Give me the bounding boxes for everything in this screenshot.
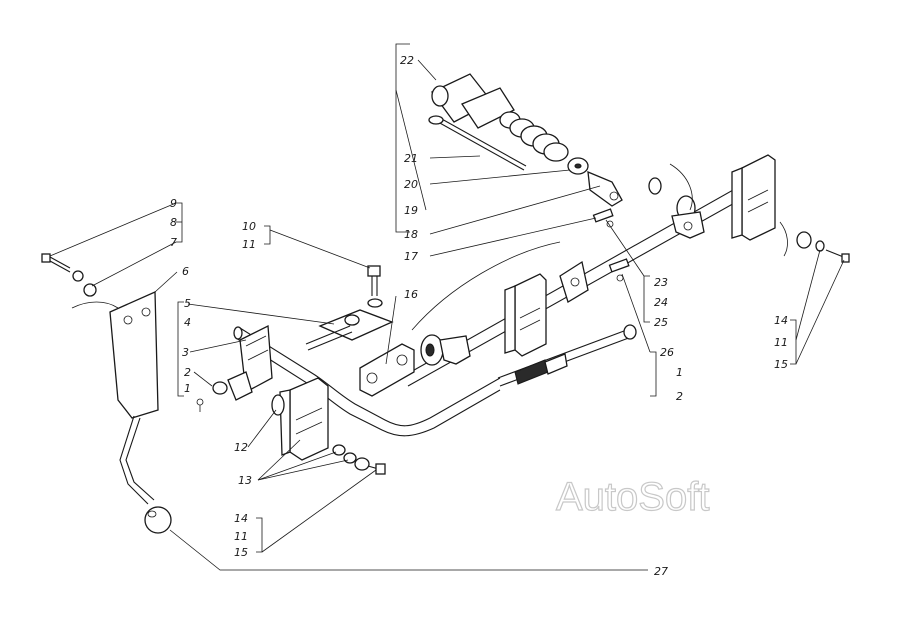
callout-2a: 2 <box>184 366 191 379</box>
shaft-collar <box>671 195 705 239</box>
callout-8: 8 <box>170 216 177 229</box>
callout-11b: 11 <box>234 530 248 543</box>
callout-labels: 9 8 7 6 5 4 3 2 1 10 11 12 13 14 11 15 1… <box>170 54 788 578</box>
leader-lines <box>49 43 845 571</box>
callout-24: 24 <box>654 296 668 309</box>
callout-2b: 2 <box>676 390 683 403</box>
callout-14b: 14 <box>774 314 788 327</box>
right-bracket <box>731 154 776 241</box>
left-bracket <box>227 324 273 401</box>
callout-11c: 11 <box>774 336 788 349</box>
callout-5: 5 <box>184 297 191 310</box>
callout-19: 19 <box>404 204 418 217</box>
callout-10: 10 <box>242 220 256 233</box>
bracket-12 <box>271 377 329 461</box>
bolt-7-9 <box>41 253 97 297</box>
front-collar <box>420 334 471 366</box>
callout-7: 7 <box>170 236 177 249</box>
callout-15a: 15 <box>234 546 248 559</box>
watermark: AutoSoft <box>556 475 709 519</box>
pin-plate <box>305 309 394 351</box>
fasteners-13 <box>332 444 386 475</box>
callout-21: 21 <box>404 152 418 165</box>
callout-12: 12 <box>234 441 248 454</box>
bolt-10 <box>367 265 383 308</box>
callout-1b: 1 <box>676 366 683 379</box>
link-rod <box>497 324 637 387</box>
callout-13: 13 <box>238 474 252 487</box>
callout-22: 22 <box>400 54 414 67</box>
callout-26: 26 <box>660 346 674 359</box>
callout-11a: 11 <box>242 238 256 251</box>
clamp-block-16 <box>359 343 415 397</box>
callout-25: 25 <box>654 316 668 329</box>
callout-20: 20 <box>404 178 418 191</box>
clamp-lever <box>559 260 589 303</box>
pins <box>592 208 630 282</box>
callout-23: 23 <box>654 276 668 289</box>
callout-16: 16 <box>404 288 418 301</box>
break-arcs <box>71 163 788 331</box>
callout-9: 9 <box>170 197 177 210</box>
callout-18: 18 <box>404 228 418 241</box>
pedal-lever <box>109 291 172 534</box>
callout-15b: 15 <box>774 358 788 371</box>
callout-1a: 1 <box>184 382 191 395</box>
callout-3: 3 <box>182 346 189 359</box>
callout-4: 4 <box>184 316 191 329</box>
spring-assembly <box>428 73 662 207</box>
callout-6: 6 <box>182 265 189 278</box>
bolt-right <box>796 231 850 263</box>
callout-17: 17 <box>404 250 418 263</box>
callout-14a: 14 <box>234 512 248 525</box>
callout-27: 27 <box>654 565 668 578</box>
pin-left <box>196 381 228 412</box>
middle-bracket <box>504 273 547 357</box>
